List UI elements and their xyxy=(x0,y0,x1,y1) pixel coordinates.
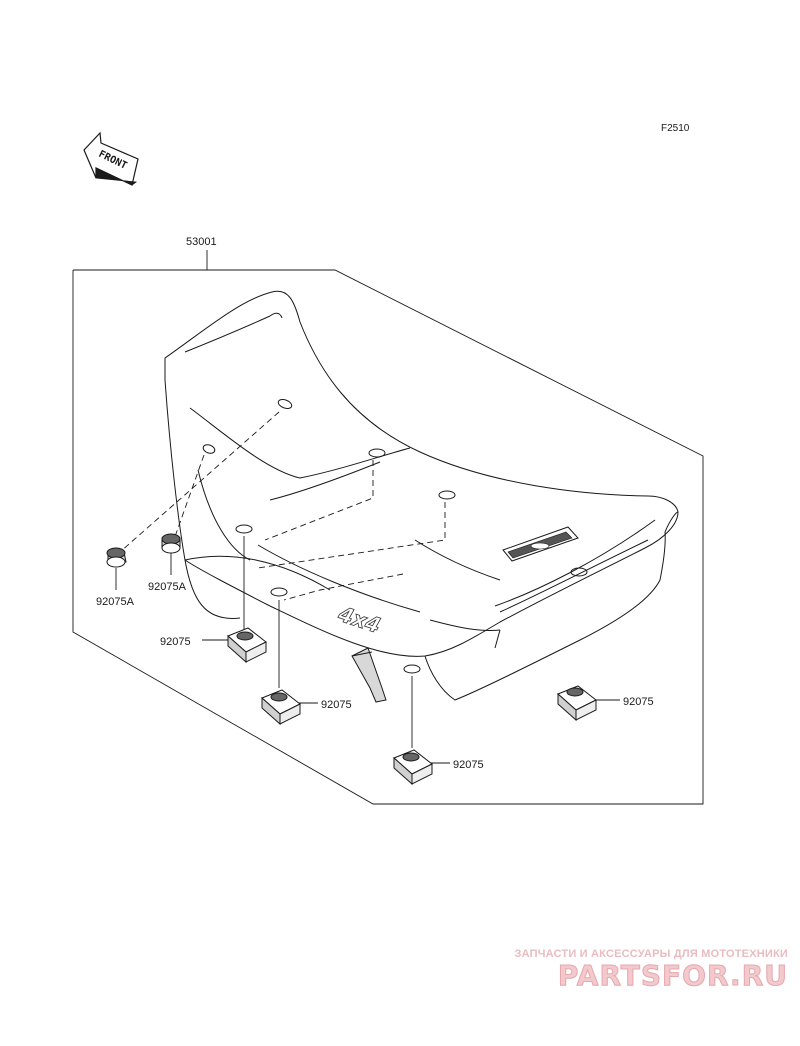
damper-92075-2 xyxy=(261,689,301,726)
leader-lines xyxy=(115,536,620,764)
label-92075-3: 92075 xyxy=(453,759,484,771)
damper-92075a-right xyxy=(161,533,181,554)
label-92075-2: 92075 xyxy=(321,699,352,711)
watermark-logo: ЗАПЧАСТИ И АКСЕССУАРЫ ДЛЯ МОТОТЕХНИКИ PA… xyxy=(468,948,788,992)
assembly-bracket xyxy=(72,250,704,805)
label-92075a-right: 92075A xyxy=(148,581,187,593)
label-92075a-left: 92075A xyxy=(96,596,135,608)
damper-92075-3 xyxy=(393,749,433,786)
seat-label-plate xyxy=(502,526,579,562)
front-arrow-icon: FRONT xyxy=(83,131,139,186)
damper-92075-1 xyxy=(227,627,267,664)
seat-decal-4x4: 4x4 xyxy=(335,602,384,638)
seat-latch-handle xyxy=(351,647,387,703)
mounting-guide-lines xyxy=(119,411,446,601)
label-53001: 53001 xyxy=(186,236,217,248)
label-92075-1: 92075 xyxy=(160,636,191,648)
watermark-tagline: ЗАПЧАСТИ И АКСЕССУАРЫ ДЛЯ МОТОТЕХНИКИ xyxy=(514,948,788,960)
damper-92075-4 xyxy=(557,685,597,722)
seat-body xyxy=(164,290,679,701)
label-92075-4: 92075 xyxy=(623,696,654,708)
figure-reference: F2510 xyxy=(661,123,690,134)
watermark-brand: PARTSFOR.RU xyxy=(557,959,788,992)
damper-92075a-left xyxy=(106,547,127,568)
